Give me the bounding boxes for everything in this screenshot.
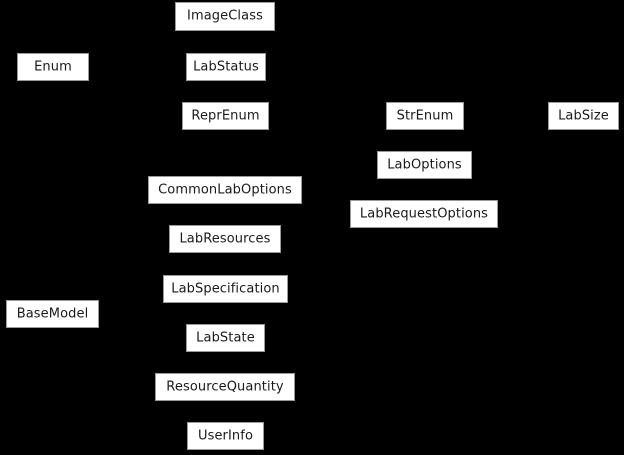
- class-node-label: UserInfo: [197, 428, 254, 443]
- class-node-label: LabResources: [179, 231, 271, 246]
- inheritance-edge: [98, 189, 149, 315]
- class-node-label: LabSpecification: [171, 281, 280, 296]
- inheritance-edge: [301, 189, 351, 215]
- class-node-label: Enum: [34, 59, 72, 74]
- class-node-image-class[interactable]: ImageClass: [175, 2, 275, 31]
- class-node-repr-enum[interactable]: ReprEnum: [182, 102, 269, 130]
- inheritance-edge: [98, 313, 156, 388]
- inheritance-edge: [88, 66, 183, 117]
- class-node-lab-status[interactable]: LabStatus: [186, 53, 266, 81]
- class-node-resource-quantity[interactable]: ResourceQuantity: [155, 373, 295, 401]
- class-node-label: ResourceQuantity: [166, 379, 284, 394]
- class-node-common-lab-options[interactable]: CommonLabOptions: [148, 176, 302, 204]
- class-node-label: ImageClass: [187, 8, 263, 24]
- inheritance-edge: [301, 164, 378, 191]
- class-node-label: StrEnum: [396, 108, 454, 123]
- class-node-label: LabSize: [558, 108, 609, 123]
- inheritance-edge: [98, 313, 187, 339]
- class-node-lab-size[interactable]: LabSize: [548, 102, 619, 130]
- class-node-user-info[interactable]: UserInfo: [187, 422, 264, 450]
- class-node-label: LabOptions: [387, 157, 462, 172]
- class-node-label: LabState: [196, 330, 255, 345]
- inheritance-edge: [98, 238, 170, 315]
- class-node-label: CommonLabOptions: [158, 182, 292, 197]
- class-node-enum[interactable]: Enum: [17, 53, 89, 81]
- inheritance-edge: [98, 288, 164, 315]
- class-node-label: LabStatus: [193, 59, 259, 74]
- class-node-base-model[interactable]: BaseModel: [6, 300, 99, 328]
- inheritance-edge: [88, 16, 176, 68]
- class-node-lab-state[interactable]: LabState: [186, 324, 265, 352]
- class-node-label: LabRequestOptions: [359, 206, 489, 221]
- class-node-lab-resources[interactable]: LabResources: [169, 225, 281, 253]
- class-node-lab-request-options[interactable]: LabRequestOptions: [350, 200, 498, 228]
- class-node-label: ReprEnum: [191, 108, 260, 123]
- class-node-lab-options[interactable]: LabOptions: [377, 151, 472, 179]
- class-node-str-enum[interactable]: StrEnum: [386, 102, 464, 130]
- class-node-label: BaseModel: [16, 306, 89, 321]
- class-node-lab-specification[interactable]: LabSpecification: [163, 275, 288, 303]
